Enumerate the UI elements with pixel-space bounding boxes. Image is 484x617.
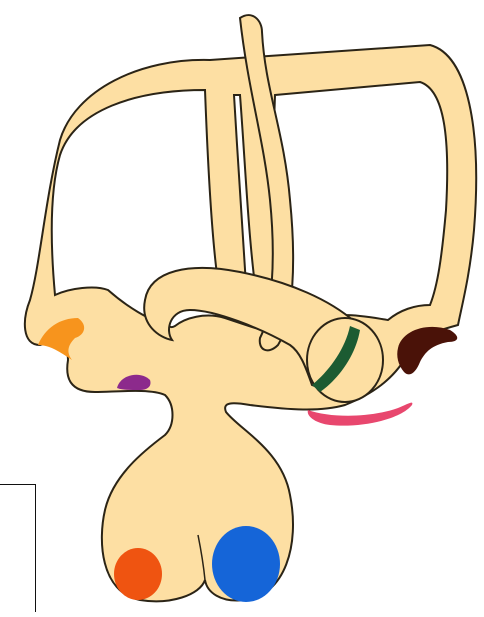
blue-spot xyxy=(212,526,280,602)
orange-spot xyxy=(114,548,162,600)
frame-corner-line xyxy=(0,484,36,612)
right-canal-lumen xyxy=(274,82,447,320)
